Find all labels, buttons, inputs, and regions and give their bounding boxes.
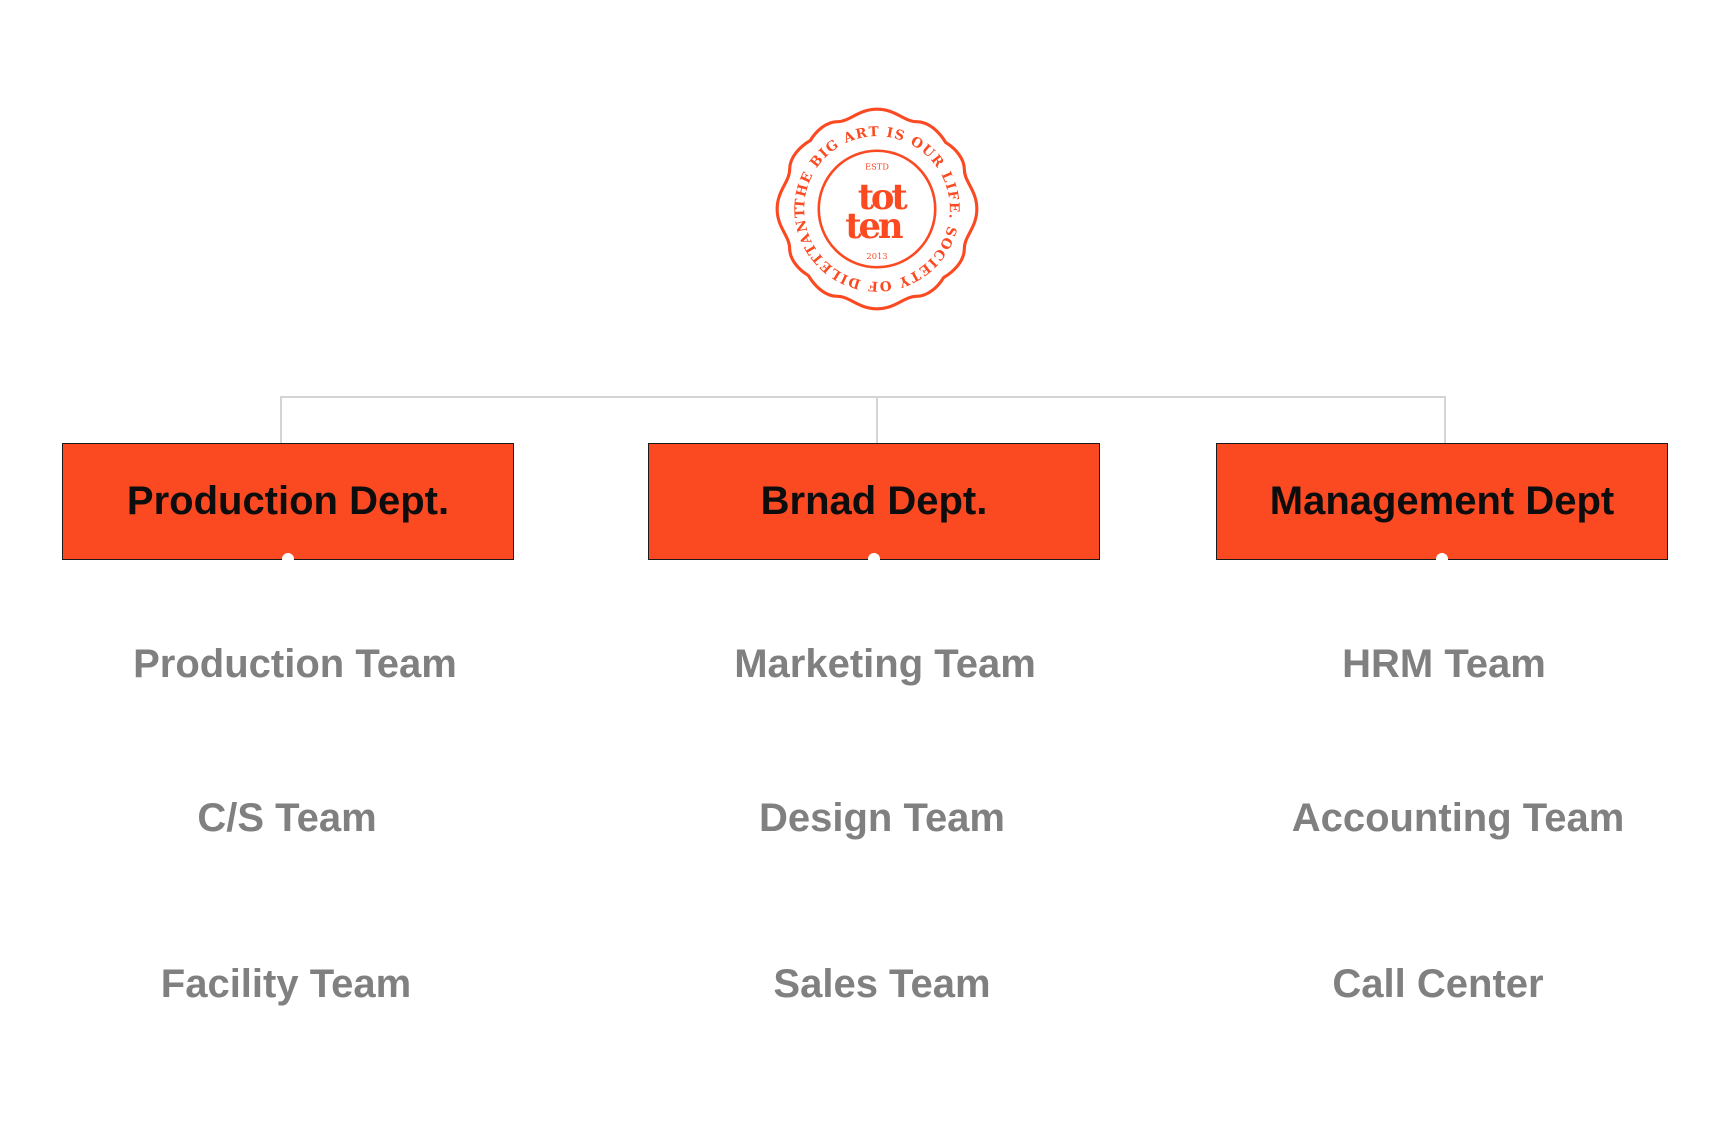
team-design-team[interactable]: Design Team (759, 796, 1005, 840)
connector-center-drop (876, 396, 878, 443)
dept-label: Production Dept. (126, 479, 450, 523)
seal-inner-ring (817, 149, 937, 269)
company-seal-logo: THE BIG ART IS OUR LIFE. SOCIETY OF DILE… (773, 104, 979, 311)
team-production-team[interactable]: Production Team (133, 642, 457, 686)
node-dot (868, 553, 880, 565)
seal-outline (775, 107, 979, 311)
seal-monogram-bottom: ten (845, 206, 903, 247)
team-sales-team[interactable]: Sales Team (773, 962, 991, 1006)
dept-label: Management Dept (1269, 479, 1615, 523)
dept-label: Brnad Dept. (760, 479, 988, 523)
team-facility-team[interactable]: Facility Team (160, 962, 412, 1006)
team-cs-team[interactable]: C/S Team (197, 796, 377, 840)
seal-estd-text: ESTD (865, 161, 889, 171)
dept-box-production[interactable]: Production Dept. (62, 443, 514, 565)
team-marketing-team[interactable]: Marketing Team (734, 642, 1036, 686)
node-dot (1436, 553, 1448, 565)
team-call-center[interactable]: Call Center (1332, 962, 1544, 1006)
seal-monogram-top: tot (858, 177, 909, 218)
dept-box-management[interactable]: Management Dept (1216, 443, 1668, 565)
connector-left-drop (280, 396, 282, 443)
seal-year-text: 2013 (866, 251, 887, 261)
connector-right-drop (1444, 396, 1446, 443)
team-accounting-team[interactable]: Accounting Team (1291, 796, 1625, 840)
team-hrm-team[interactable]: HRM Team (1342, 642, 1546, 686)
dept-box-brand[interactable]: Brnad Dept. (648, 443, 1100, 565)
node-dot (282, 553, 294, 565)
connector-horizontal (280, 396, 1446, 398)
